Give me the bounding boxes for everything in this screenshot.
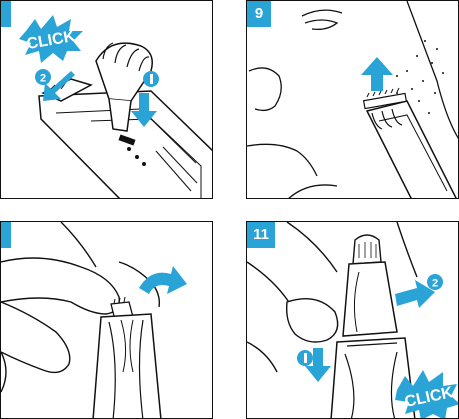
step-10-illustration [1, 222, 213, 419]
step-badge-10 [1, 222, 11, 248]
marker-2-label: 2 [432, 278, 438, 290]
step-8-illustration: 2 CLICK [1, 1, 213, 199]
panel-step-8: 2 CLICK [0, 0, 213, 199]
marker-2-label: 2 [40, 73, 46, 85]
panel-step-11: 2 CLICK 11 [246, 221, 459, 419]
panel-step-10 [0, 221, 213, 419]
step-badge-9: 9 [247, 1, 271, 27]
step-badge-8 [1, 1, 11, 27]
step-9-illustration [247, 1, 459, 199]
step-11-illustration: 2 CLICK [247, 222, 459, 419]
step-badge-11: 11 [247, 222, 275, 248]
panel-step-9: 9 [246, 0, 459, 199]
